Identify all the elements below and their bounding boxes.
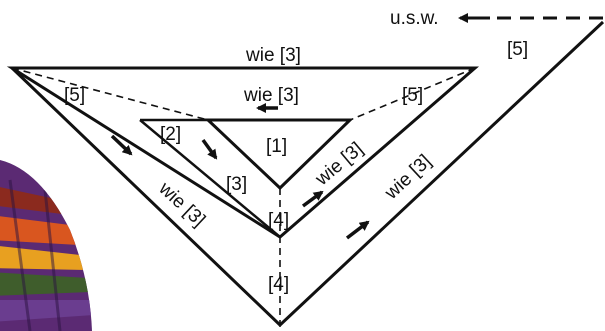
label-step-5-right: [5] xyxy=(402,85,423,106)
large-triangle xyxy=(6,66,480,239)
label-step-2: [2] xyxy=(160,124,181,145)
label-wie-3-outer-right-diag: wie [3] xyxy=(380,151,435,204)
label-step-4-upper: [4] xyxy=(268,210,289,231)
label-wie-3-inner-right-diag: wie [3] xyxy=(311,138,367,190)
label-wie-3-mid-top: wie [3] xyxy=(243,85,299,106)
label-wie-3-top: wie [3] xyxy=(245,45,301,66)
outer-right-diagonal xyxy=(278,20,605,327)
label-step-1: [1] xyxy=(266,136,287,157)
label-step-5-left: [5] xyxy=(64,85,85,106)
label-step-3: [3] xyxy=(226,174,247,195)
small-triangle xyxy=(204,118,354,191)
label-step-4-lower: [4] xyxy=(268,274,289,295)
arrow-icon xyxy=(110,103,370,240)
dashed-guides xyxy=(11,67,476,331)
yarn-photo xyxy=(0,160,92,331)
label-step-5: [5] xyxy=(507,39,528,60)
label-usw: u.s.w. xyxy=(390,8,439,29)
outer-left-diagonal xyxy=(10,66,282,327)
middle-left-diagonal xyxy=(139,119,281,238)
